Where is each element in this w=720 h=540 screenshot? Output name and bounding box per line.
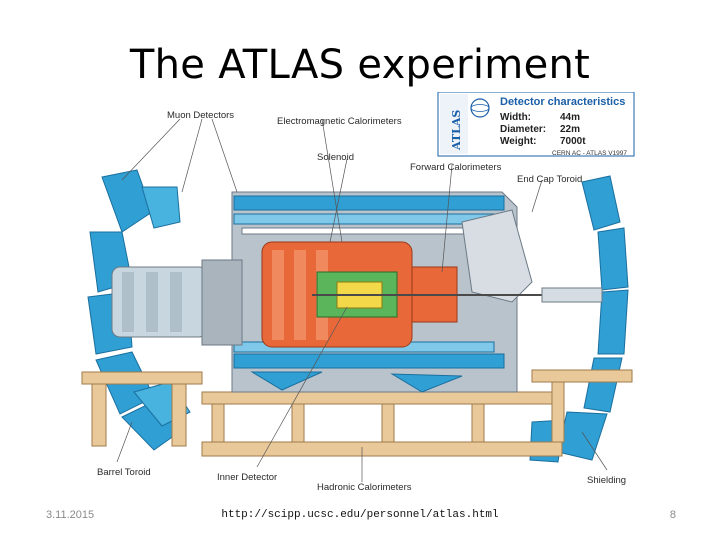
- info-width-value: 44m: [560, 112, 580, 123]
- label-hadronic-calorimeters: Hadronic Calorimeters: [317, 482, 412, 492]
- info-weight-key: Weight:: [500, 136, 536, 147]
- info-diameter-key: Diameter:: [500, 124, 546, 135]
- atlas-logo: ATLAS: [450, 110, 463, 151]
- inner-detector: [312, 271, 603, 318]
- slide-title: The ATLAS experiment: [129, 42, 591, 88]
- atlas-detector-figure: ATLAS Detector characteristics Width: 44…: [62, 91, 644, 493]
- label-barrel-toroid: Barrel Toroid: [97, 467, 151, 478]
- left-shielding-cylinder: [111, 259, 243, 346]
- right-endcap-muon-wheel: [529, 175, 629, 463]
- info-weight-value: 7000t: [560, 136, 586, 147]
- info-credit: CERN AC - ATLAS V1997: [552, 150, 627, 157]
- label-em-calorimeters: Electromagnetic Calorimeters: [277, 116, 402, 127]
- label-muon-detectors: Muon Detectors: [167, 110, 234, 121]
- footer-url: http://scipp.ucsc.edu/personnel/atlas.ht…: [221, 509, 499, 521]
- footer-date: 3.11.2015: [46, 509, 95, 521]
- label-end-cap-toroid: End Cap Toroid: [517, 174, 582, 185]
- info-diameter-value: 22m: [560, 124, 580, 135]
- label-solenoid: Solenoid: [317, 152, 354, 163]
- page-number: 8: [669, 509, 676, 521]
- label-inner-detector: Inner Detector: [217, 472, 277, 483]
- info-width-key: Width:: [500, 112, 531, 123]
- callout-lines: [116, 118, 608, 482]
- label-forward-calorimeters: Forward Calorimeters: [410, 162, 502, 173]
- atlas-detector-drawing: ATLAS Detector characteristics Width: 44…: [81, 91, 635, 493]
- label-shielding: Shielding: [587, 475, 626, 486]
- info-box-heading: Detector characteristics: [500, 96, 625, 108]
- detector-characteristics-box: ATLAS Detector characteristics Width: 44…: [437, 91, 635, 157]
